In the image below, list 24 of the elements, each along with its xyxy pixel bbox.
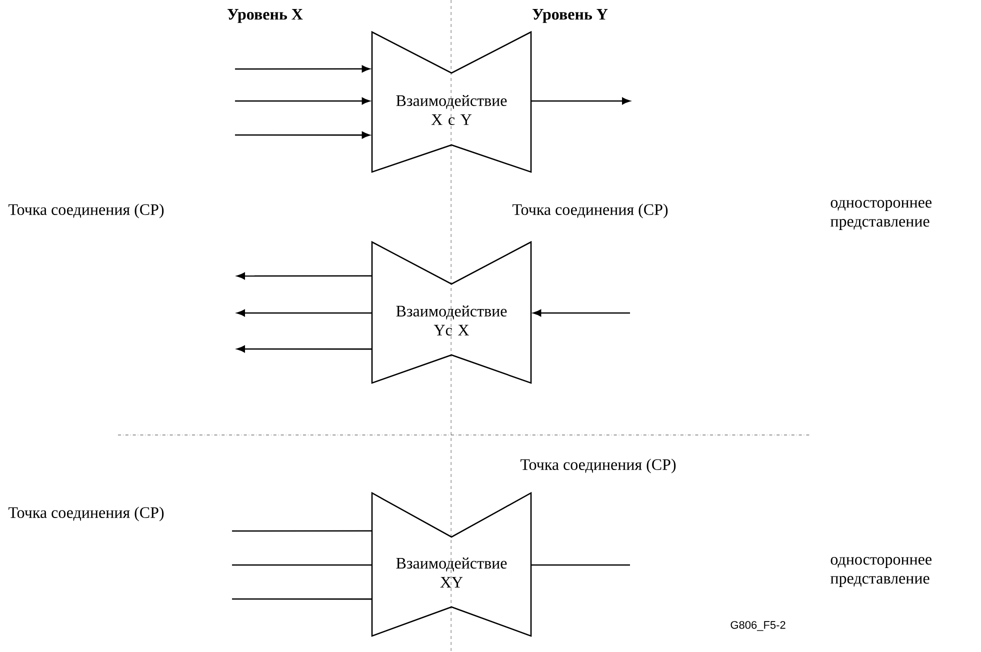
arrow <box>235 132 370 139</box>
arrow <box>235 98 370 104</box>
arrow <box>236 346 372 352</box>
connector-line <box>232 530 372 532</box>
connector-line <box>531 564 630 566</box>
bowtie-block: Взаимодействие X c Y <box>371 30 532 173</box>
arrow <box>531 98 630 104</box>
text-label: одностороннее представление <box>830 557 932 587</box>
figure-id: G806_F5-2 <box>730 621 786 631</box>
level-heading: Уровень X <box>228 9 303 23</box>
text-label: Точка соединения (CP) <box>512 204 668 218</box>
level-heading: Уровень Y <box>532 9 608 23</box>
bowtie-block: Взаимодействие Yc X <box>371 240 532 384</box>
arrow <box>236 310 372 316</box>
text-label: Точка соединения (CP) <box>8 506 164 522</box>
text-label: одностороннее представление <box>830 200 932 230</box>
bowtie-block: Взаимодействие XY <box>371 492 532 637</box>
text-label: Точка соединения (CP) <box>8 204 164 218</box>
arrow <box>236 272 372 280</box>
connector-line <box>232 598 372 600</box>
connector-line <box>232 564 372 566</box>
arrow <box>235 65 370 72</box>
text-label: Точка соединения (CP) <box>520 458 676 474</box>
arrow <box>533 310 630 316</box>
